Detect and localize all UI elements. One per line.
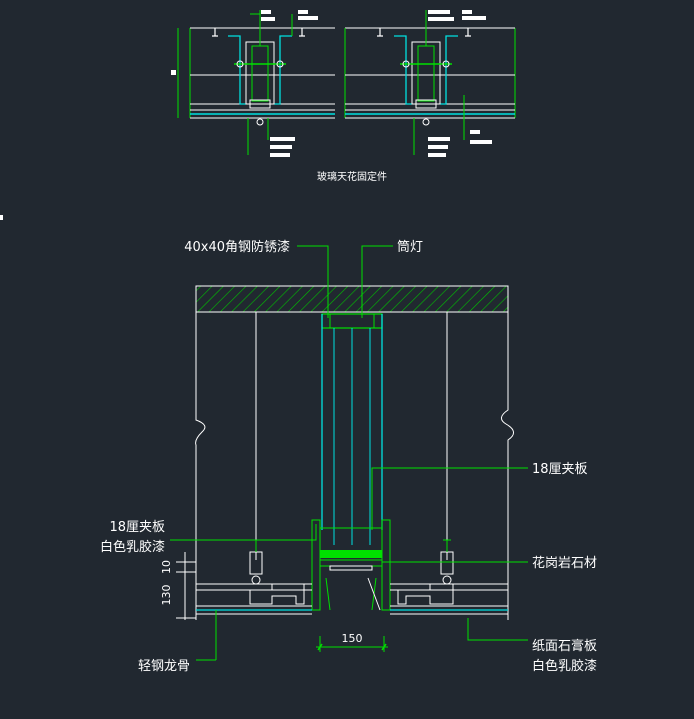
glass-ceiling-fixing-detail: 玻璃天花固定件	[0, 10, 516, 220]
label-angle-steel: 40x40角钢防锈漆	[184, 239, 290, 255]
concrete-slab	[195, 285, 509, 313]
vertical-dimension: 10 130	[160, 552, 196, 620]
fixing-panel-left	[190, 10, 335, 157]
ceiling-section-detail: 10 130 150 40x40角钢防锈漆 筒灯 18厘夹板 18厘夹板 白色乳…	[100, 239, 597, 674]
dim-130: 130	[160, 585, 173, 606]
label-plywood-left-1: 18厘夹板	[109, 520, 165, 535]
label-plywood-right: 18厘夹板	[532, 462, 588, 477]
keel-right	[397, 539, 454, 605]
label-downlight: 筒灯	[397, 239, 423, 255]
angle-steel	[321, 313, 383, 329]
label-plywood-left-2: 白色乳胶漆	[100, 539, 165, 555]
label-granite: 花岗岩石材	[532, 555, 597, 571]
plywood-box	[311, 519, 321, 611]
left-break-line	[195, 312, 206, 620]
horizontal-dimension: 150	[316, 632, 388, 652]
right-break-line	[501, 312, 514, 620]
label-keel: 轻钢龙骨	[138, 659, 190, 674]
dim-10: 10	[160, 560, 173, 574]
keel-left	[249, 539, 305, 605]
fixing-panel-right	[344, 10, 515, 157]
fixing-detail-caption: 玻璃天花固定件	[317, 170, 387, 183]
dim-150: 150	[342, 632, 363, 645]
granite-strip	[320, 550, 382, 558]
label-gypsum-1: 纸面石膏板	[532, 638, 597, 654]
label-gypsum-2: 白色乳胶漆	[532, 658, 597, 674]
